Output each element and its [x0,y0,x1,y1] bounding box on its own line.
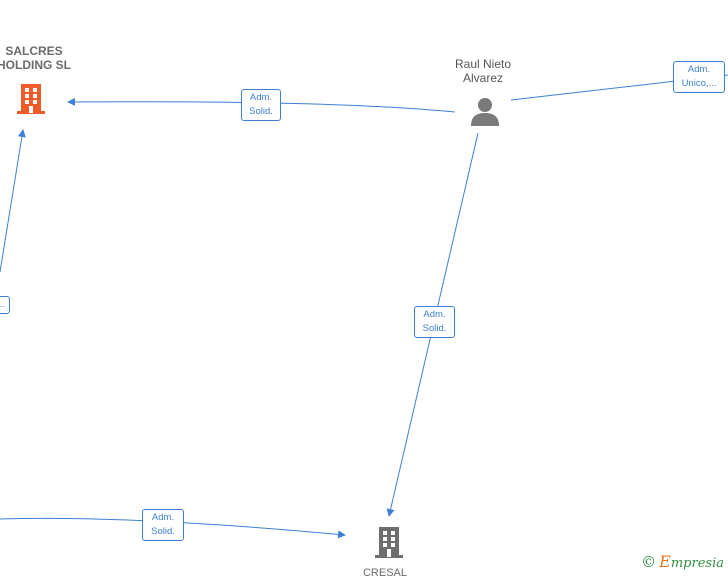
company-label-cresal[interactable]: CRESAL [350,566,420,580]
company-label-salcres[interactable]: SALCRES HOLDING SL [0,44,78,72]
edge-label-line2: Solid. [151,526,175,537]
copyright-symbol: © [641,553,657,571]
edge-label-left-partial[interactable]: ... [0,296,10,314]
brand-rest: mpresia [670,556,724,571]
person-icon[interactable] [469,95,501,127]
edge-label-line1: Adm. [687,64,711,75]
building-icon-orange[interactable] [14,81,48,115]
company-name-line1: SALCRES [5,44,63,58]
person-name-line1: Raul Nieto [454,57,512,71]
edge-label-offscreen-cresal[interactable]: Adm. Solid. [142,509,184,541]
person-name-line2: Alvarez [462,71,503,85]
edge-label-line2: ... [0,299,5,310]
company-name-cresal: CRESAL [362,567,408,579]
empresia-watermark: ©Empresia [641,552,724,571]
company-name-line2: HOLDING SL [0,58,71,72]
edge-label-line1: Adm. [249,92,273,103]
edge-label-line1: Adm. [423,309,446,320]
edge-label-raul-cresal[interactable]: Adm. Solid. [414,306,455,338]
edge-label-raul-offscreen[interactable]: Adm. Unico,... [673,61,725,93]
person-label-raul[interactable]: Raul Nieto Alvarez [440,57,526,85]
edge-label-line2: Solid. [249,106,273,117]
edge-label-line2: Solid. [422,323,447,334]
brand-initial: E [659,552,671,571]
edge-label-line1: Adm. [151,512,175,523]
edge-raul-to-salcres [67,97,456,113]
building-icon-gray[interactable] [372,524,406,560]
edge-label-raul-salcres[interactable]: Adm. Solid. [241,89,281,121]
edge-label-line2: Unico,... [681,78,717,89]
edge-offscreen-to-salcres [0,129,26,273]
